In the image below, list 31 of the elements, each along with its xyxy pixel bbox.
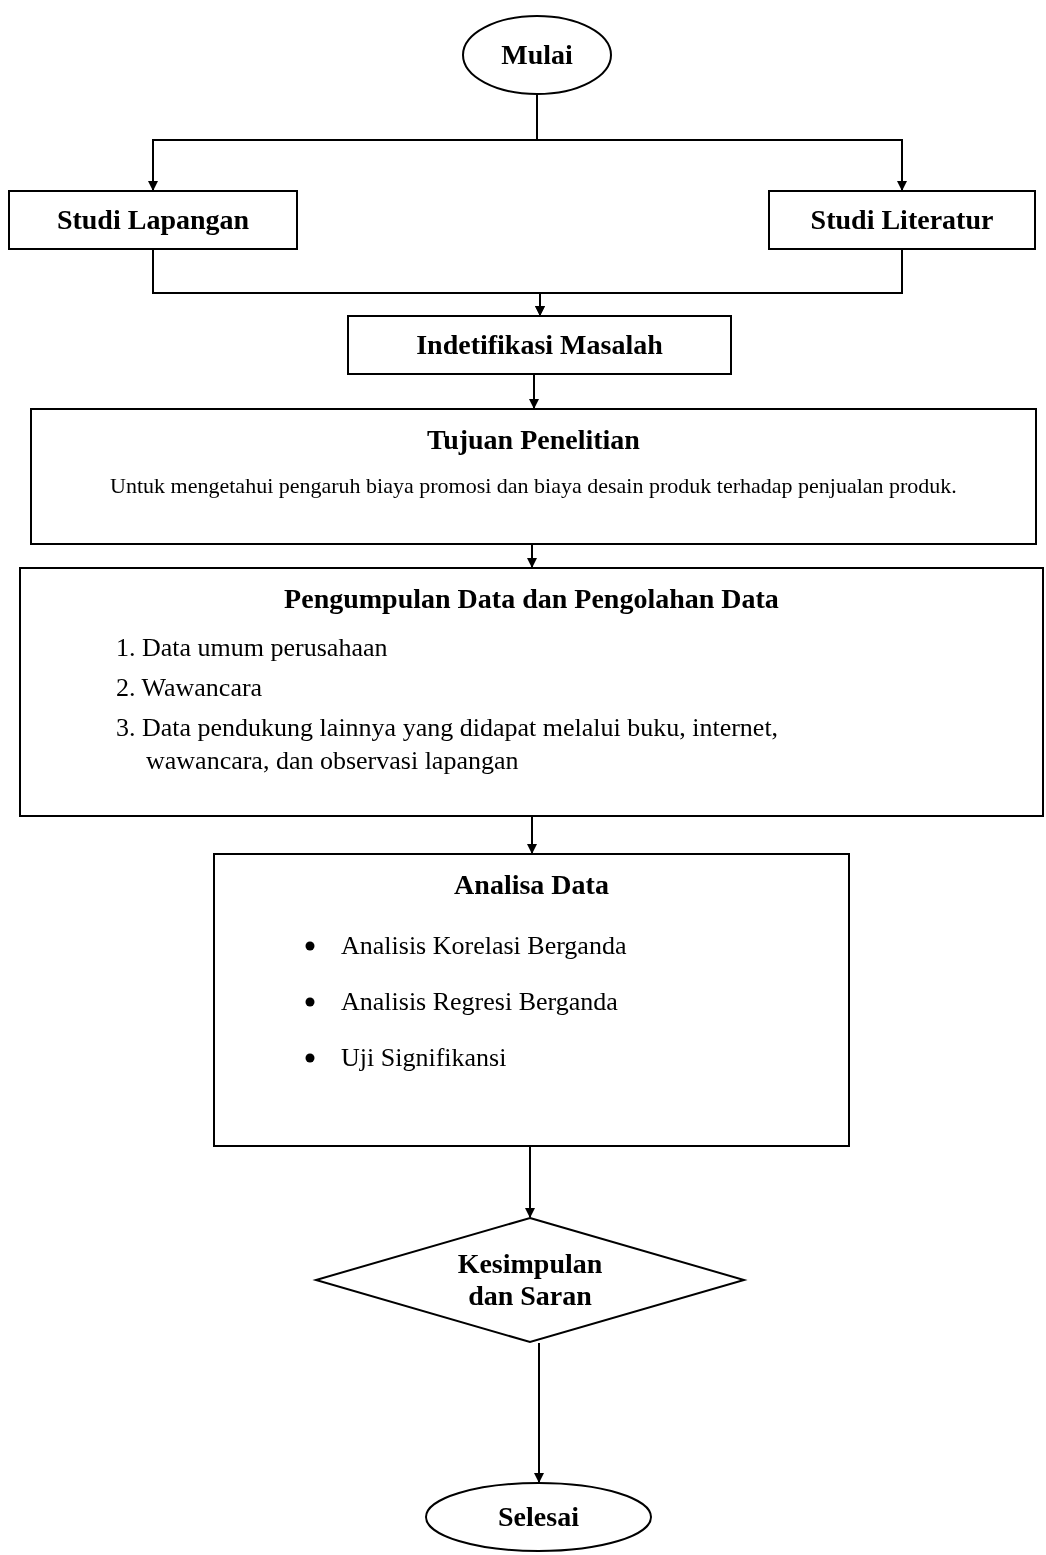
list-item: 1. Data umum perusahaan [116,632,389,664]
list-item: Analisis Korelasi Berganda [341,931,627,961]
node-title: Studi Lapangan [56,204,250,236]
node-title: Analisa Data [454,869,609,901]
node-title: Studi Literatur [810,204,994,236]
process-box [768,190,1036,250]
start-ellipse [462,15,612,95]
node-title: Selesai [498,1501,579,1533]
process-box [30,408,1037,545]
end-ellipse [425,1482,652,1552]
list-item: Uji Signifikansi [341,1043,507,1073]
arrow [534,1342,544,1483]
process-box [19,567,1044,817]
node-title: Mulai [501,39,573,71]
arrow [525,1146,535,1218]
process-box [347,315,732,375]
list-item: 3. Data pendukung lainnya yang didapat melalui buku, internet, wawancara, dan observasi lapangan [116,711,780,778]
node-title: Tujuan Penelitian [427,424,640,456]
process-box [213,853,850,1147]
list-item: Analisis Regresi Berganda [341,987,618,1017]
arrow [535,249,903,316]
arrow [527,816,537,854]
list-item: 2. Wawancara [116,671,264,704]
arrow [527,544,537,568]
process-box [8,190,298,250]
arrow [529,374,539,409]
node-title: Kesimpulan dan Saran [456,1248,604,1312]
node-title: Indetifikasi Masalah [416,329,663,361]
node-title: Pengumpulan Data dan Pengolahan Data [284,583,779,615]
decision-diamond [315,1217,745,1343]
description-text: Untuk mengetahui pengaruh biaya promosi dan biaya desain produk terhadap penjualan produk. [109,472,958,500]
